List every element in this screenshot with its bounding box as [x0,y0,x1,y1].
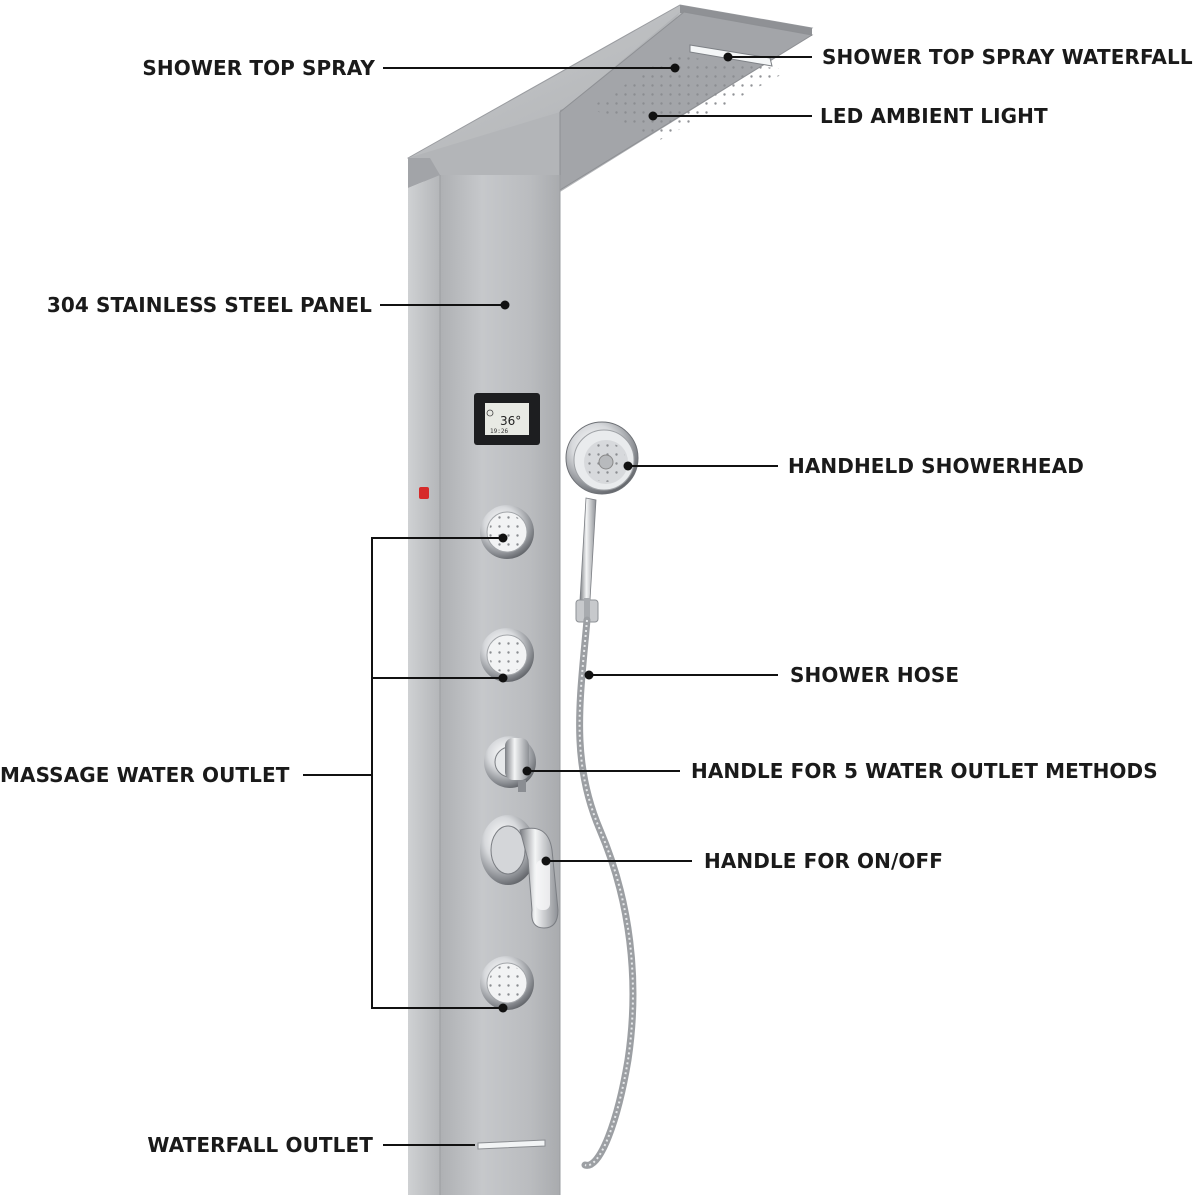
label-stainless-steel-panel: 304 STAINLESS STEEL PANEL [46,293,372,317]
massage-jet-2 [480,628,534,682]
on-off-handle [480,815,559,929]
label-led-ambient-light: LED AMBIENT LIGHT [820,104,1048,128]
top-spray-head [407,4,814,192]
label-handheld-showerhead: HANDHELD SHOWERHEAD [788,454,1084,478]
label-handle-5-outlets: HANDLE FOR 5 WATER OUTLET METHODS [691,759,1158,783]
stainless-steel-panel [408,158,561,1195]
red-indicator [419,487,429,499]
massage-jet-1 [480,505,534,559]
display-temperature: 36° [500,414,521,428]
handheld-showerhead [565,421,639,624]
callouts [303,56,812,1146]
label-massage-water-outlet: MASSAGE WATER OUTLET [0,763,290,787]
massage-jet-3 [480,956,534,1010]
label-shower-hose: SHOWER HOSE [790,663,960,687]
label-shower-top-spray-waterfall: SHOWER TOP SPRAY WATERFALL [822,45,1193,69]
digital-display: 36° 19:26 [474,393,540,445]
label-shower-top-spray: SHOWER TOP SPRAY [142,56,375,80]
display-time: 19:26 [490,428,508,435]
callout-dots [498,52,733,1013]
waterfall-outlet-slot [477,1139,546,1150]
shower-hose [576,616,637,1169]
label-handle-on-off: HANDLE FOR ON/OFF [704,849,944,873]
label-waterfall-outlet: WATERFALL OUTLET [147,1133,373,1157]
